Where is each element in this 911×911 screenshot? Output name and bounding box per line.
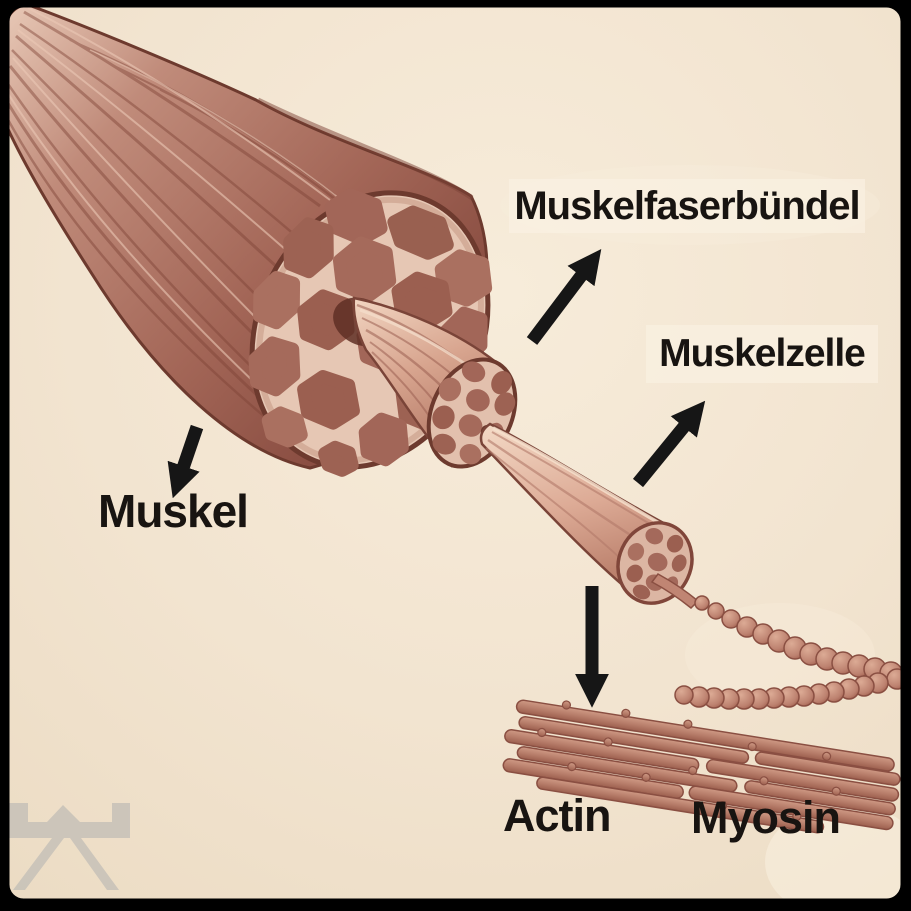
label-muskel: Muskel [98,485,249,537]
label-muskelfaserbuendel: Muskelfaserbündel [509,179,865,233]
arrow-to-muskelzelle [632,400,706,488]
myosin-heads [537,700,841,821]
muscle-fiber-bundle [352,296,518,469]
muscle-highlights [7,7,345,403]
arrow-to-muskelfaserbuendel [526,249,602,345]
label-myosin: Myosin [691,792,841,843]
label-actin: Actin [503,790,611,841]
fascicle-bundles [248,188,493,477]
filament-bundle [502,699,901,834]
frame-border [5,3,905,903]
label-muskelzelle: Muskelzelle [646,325,878,383]
annotation-arrows [167,249,706,708]
watermark-logo-icon [9,803,130,890]
arrow-to-muskel [167,424,204,499]
